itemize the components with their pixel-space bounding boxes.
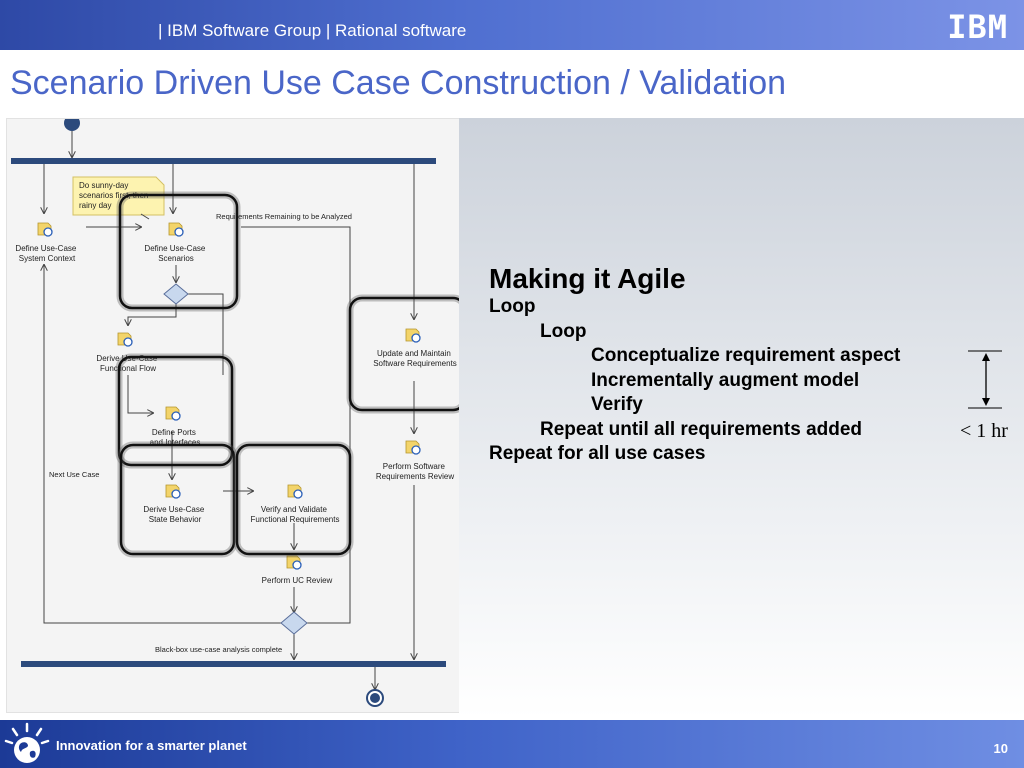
agile-line-loop-inner: Loop — [540, 320, 587, 342]
start-node — [64, 115, 80, 131]
timebox-label: < 1 hr — [960, 420, 1008, 442]
activity-icon — [287, 484, 303, 499]
highlight-box-ports — [115, 353, 236, 469]
activity-icon — [165, 406, 181, 421]
footer-bar: Innovation for a smarter planet 10 — [0, 720, 1024, 768]
agile-text-block: Making it Agile Loop Loop Conceptualize … — [489, 263, 900, 467]
highlight-box-scenarios — [116, 191, 241, 312]
activity-label-state-behavior: Derive Use-Case State Behavior — [143, 505, 206, 524]
activity-icon — [165, 484, 181, 499]
agile-line-repeat-requirements: Repeat until all requirements added — [540, 418, 863, 440]
agile-line-verify: Verify — [591, 394, 643, 415]
label-remaining: Requirements Remaining to be Analyzed — [216, 212, 352, 221]
agile-line-repeat-use-cases: Repeat for all use cases — [489, 443, 706, 464]
activity-label-review-sw: Perform Software Requirements Review — [376, 462, 454, 481]
activity-label-system-context: Define Use-Case System Context — [15, 244, 78, 263]
decision-diamond-review — [280, 611, 308, 635]
agile-heading: Making it Agile — [489, 263, 686, 294]
header-bar: | IBM Software Group | Rational software… — [0, 0, 1024, 50]
slide-title: Scenario Driven Use Case Construction / … — [10, 64, 787, 102]
highlight-box-verify — [233, 441, 354, 558]
activity-label-review-uc: Perform UC Review — [262, 576, 333, 585]
agile-line-augment: Incrementally augment model — [591, 369, 860, 391]
activity-label-update: Update and Maintain Software Requirement… — [373, 349, 457, 368]
activity-label-scenarios: Define Use-Case Scenarios — [144, 244, 207, 263]
footer-tagline: Innovation for a smarter planet — [56, 738, 247, 753]
highlight-box-state — [117, 441, 238, 558]
activity-icon — [168, 222, 184, 237]
activity-icon — [405, 328, 421, 343]
decision-diamond-scenarios — [163, 283, 189, 305]
agile-line-loop-outer: Loop — [489, 296, 536, 317]
activity-diagram: Define Use-Case System Context Define Us… — [6, 115, 469, 713]
fork-bar-top — [11, 158, 436, 164]
svg-text:Do sunny-day scenarios f: Do sunny-day scenarios first, then rainy… — [79, 181, 151, 210]
activity-icon — [405, 440, 421, 455]
label-complete: Black-box use-case analysis complete — [155, 645, 282, 654]
activity-label-ports: Define Ports and Interfaces — [150, 428, 201, 447]
globe-icon — [4, 722, 50, 763]
label-next-use-case: Next Use Case — [49, 470, 99, 479]
agile-line-conceptualize: Conceptualize requirement aspect — [591, 345, 901, 366]
header-text: | IBM Software Group | Rational software — [158, 21, 467, 40]
activity-icon — [286, 555, 302, 570]
activity-icon — [117, 332, 133, 347]
right-panel-background — [459, 118, 1024, 718]
timebox-bracket — [968, 350, 1002, 409]
page-number: 10 — [993, 741, 1008, 756]
ibm-logo: IBM — [947, 8, 1008, 46]
note-sunny-day: Do sunny-day scenarios first, then rainy… — [72, 176, 165, 216]
activity-label-verify: Verify and Validate Functional Requireme… — [251, 505, 340, 524]
activity-icon — [37, 222, 53, 237]
join-bar-bottom — [21, 661, 446, 667]
